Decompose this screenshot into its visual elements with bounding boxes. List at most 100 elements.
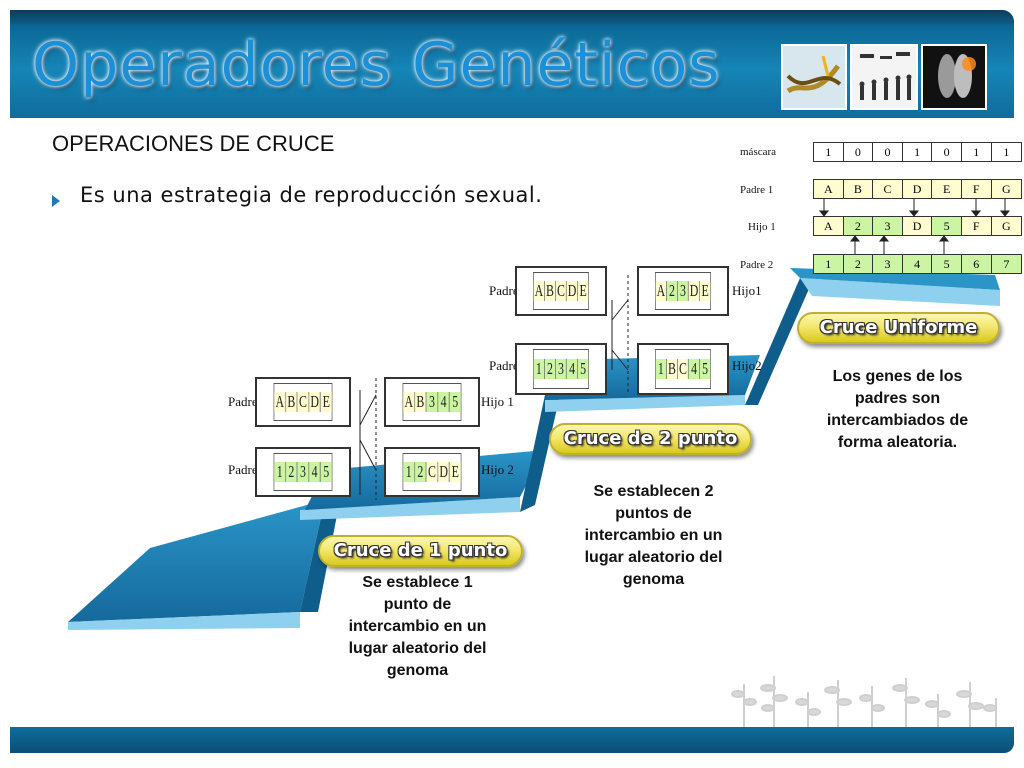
two-point-padre2-gene-cell: 1	[533, 359, 545, 379]
padre1-cell: D	[903, 180, 933, 198]
padre1-cell: G	[1002, 182, 1011, 196]
one-point-description-line: punto de	[383, 596, 452, 613]
one-point-description-line: genoma	[386, 662, 449, 679]
padre2-label: Padre 2	[740, 259, 774, 271]
one-point-padre2-gene-cell: 2	[285, 462, 298, 482]
padre2-cell: 3	[873, 255, 903, 273]
one-point-hijo2-gene-cell: D	[438, 462, 450, 482]
padre1-cell: B	[844, 180, 874, 198]
mask-cell: 1	[1003, 145, 1010, 159]
uniform-description-line: forma aleatoria.	[837, 434, 958, 451]
bullet-arrow-icon	[52, 195, 60, 207]
padre2-cell: 7	[1003, 257, 1010, 271]
padre2-cell: 5	[932, 255, 962, 273]
two-point-hijo1-gene-cell: 2	[666, 281, 678, 301]
mask-cell: 1	[814, 143, 844, 161]
two-point-hijo1-label: Hijo1	[732, 283, 762, 298]
one-point-hijo2-gene-cell: 1	[403, 462, 415, 482]
two-point-padre2-gene-cell: 5	[577, 359, 589, 379]
hijo1-cell: 5	[932, 217, 962, 235]
hijo1-cell: A	[814, 217, 844, 235]
two-point-description-line: puntos de	[615, 505, 692, 522]
uniform-description-line: padres son	[854, 390, 941, 407]
two-point-padre1-gene-cell: D	[566, 281, 578, 301]
two-point-padre1-gene-cell: A	[533, 281, 545, 301]
hijo1-cell: G	[991, 217, 1022, 235]
uniform-description-line: Los genes de los	[832, 368, 963, 385]
padre2-cell: 1	[814, 255, 844, 273]
plants-decoration	[731, 676, 997, 730]
hijo1-cell: 2	[843, 217, 874, 235]
padre1-cell: F	[962, 180, 992, 198]
hijo1-cell: F	[961, 217, 992, 235]
two-point-padre1-gene-cell: C	[555, 281, 567, 301]
one-point-padre2-gene-cell: 5	[320, 462, 332, 482]
slide-title: Operadores Genéticos	[32, 30, 721, 100]
padre1-cell: A	[814, 180, 844, 198]
two-point-padre2-gene-cell: 2	[544, 359, 556, 379]
two-point-padre1-gene-cell: E	[577, 281, 589, 301]
two-point-description-line: intercambio en un	[584, 527, 723, 544]
uniform-description: Los genes de los padres son intercambiados…	[800, 366, 995, 454]
two-point-hijo2-label: Hijo2	[732, 358, 762, 373]
two-point-padre2-gene-cell: 4	[566, 359, 578, 379]
one-point-hijo1-gene-cell: 3	[426, 392, 439, 412]
one-point-hijo2-gene-cell: C	[426, 462, 439, 482]
two-point-hijo1-gene-cell: A	[655, 281, 667, 301]
section-title: OPERACIONES DE CRUCE	[52, 131, 335, 156]
two-point-description-line: Se establecen 2	[593, 483, 714, 500]
evolution-thumbnail	[850, 44, 918, 110]
two-point-description: Se establecen 2 puntos de intercambio en u…	[556, 481, 751, 591]
two-point-padre2-gene-cell: 3	[555, 359, 567, 379]
one-point-hijo2-gene-cell: E	[449, 462, 461, 482]
one-point-padre1-gene-cell: C	[297, 392, 310, 412]
one-point-hijo1-gene-cell: 4	[438, 392, 450, 412]
mask-cell: 0	[932, 143, 962, 161]
two-point-hijo1-gene-cell: D	[688, 281, 700, 301]
chromosome-thumbnail	[921, 44, 987, 110]
one-point-crossover-label: Cruce de 1 punto	[333, 540, 508, 561]
mask-cell: 1	[962, 143, 992, 161]
padre2-cell: 4	[903, 255, 933, 273]
one-point-padre1-gene-cell: D	[309, 392, 321, 412]
two-point-description-line: genoma	[622, 571, 685, 588]
one-point-padre2-gene-cell: 4	[309, 462, 321, 482]
padre1-cell: C	[873, 180, 903, 198]
two-point-hijo2-gene-cell: 5	[699, 359, 711, 379]
two-point-hijo2-gene-cell: B	[666, 359, 678, 379]
one-point-padre1-gene-cell: E	[320, 392, 332, 412]
uniform-crossover-pill: Cruce Uniforme	[797, 312, 1000, 344]
one-point-padre2-gene-cell: 3	[297, 462, 310, 482]
uniform-arrows	[818, 198, 1011, 254]
one-point-description-line: Se establece 1	[362, 574, 473, 591]
two-point-hijo2-gene-cell: 4	[688, 359, 700, 379]
padre2-cell: 2	[844, 255, 874, 273]
uniform-description-line: intercambiados de	[826, 412, 969, 429]
two-point-crossover-label: Cruce de 2 punto	[563, 428, 738, 449]
one-point-hijo1-label: Hijo 1	[481, 394, 514, 409]
two-point-hijo1-gene-cell: 3	[677, 281, 689, 301]
hijo1-cell: 3	[873, 217, 903, 235]
one-point-hijo1-gene-cell: B	[414, 392, 427, 412]
hijo1-label: Hijo 1	[748, 221, 776, 233]
one-point-crossover-pill: Cruce de 1 punto	[318, 535, 523, 567]
uniform-crossover-label: Cruce Uniforme	[819, 317, 978, 338]
mask-cell: 0	[844, 143, 874, 161]
padre1-cell: E	[932, 180, 962, 198]
two-point-hijo1-gene-cell: E	[699, 281, 711, 301]
one-point-padre1-gene-cell: A	[274, 392, 286, 412]
mask-label: máscara	[740, 146, 777, 158]
one-point-padre2-gene-cell: 1	[274, 462, 286, 482]
one-point-hijo1-gene-cell: A	[403, 392, 415, 412]
